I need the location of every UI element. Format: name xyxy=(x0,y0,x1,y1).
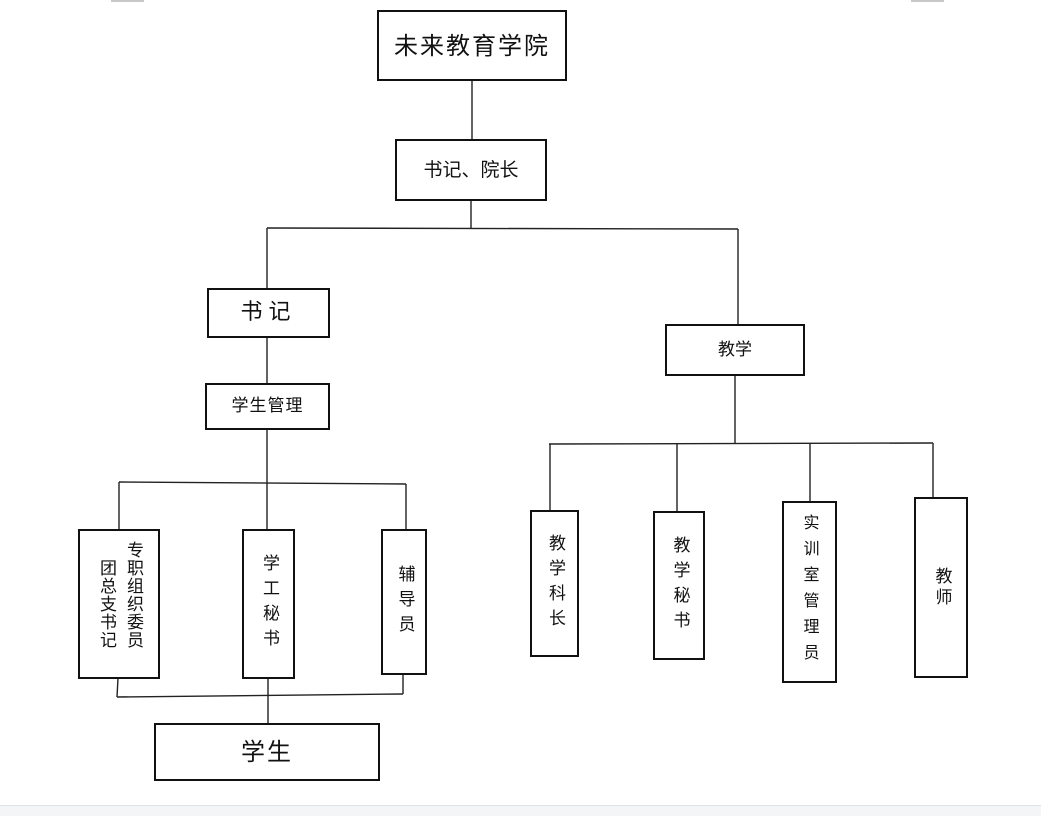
node-students-label: 学生 xyxy=(241,738,293,766)
node-teacher-label: 教师 xyxy=(931,566,952,609)
node-teaching-label: 教学 xyxy=(718,339,752,360)
node-teaching-secretary-label: 教学秘书 xyxy=(669,535,690,636)
node-leadership: 书记、院长 xyxy=(395,139,547,201)
node-teacher: 教师 xyxy=(914,497,968,678)
node-college-label: 未来教育学院 xyxy=(394,31,550,60)
node-lab-manager: 实训室管理员 xyxy=(782,501,837,683)
page-corner-mark-right xyxy=(911,0,944,2)
node-student-affairs-secretary: 学工秘书 xyxy=(242,529,295,679)
node-teaching: 教学 xyxy=(665,324,805,376)
node-teaching-section-chief-label: 教学科长 xyxy=(545,533,565,634)
node-student-affairs-secretary-label: 学工秘书 xyxy=(259,554,279,654)
node-college: 未来教育学院 xyxy=(377,10,567,81)
node-organizer-label: 专职组织委员 xyxy=(123,541,143,649)
connector-studentmgmt-children-bus xyxy=(118,481,407,485)
node-leadership-label: 书记、院长 xyxy=(423,158,519,181)
connector-organizer-down xyxy=(116,677,119,698)
node-teaching-secretary: 教学秘书 xyxy=(653,511,705,660)
connector-branch-bus xyxy=(266,227,739,230)
connector-students-bus xyxy=(116,693,404,698)
node-students: 学生 xyxy=(154,723,380,781)
node-counselor-label: 辅导员 xyxy=(394,564,415,640)
node-counselor: 辅导员 xyxy=(381,529,427,675)
node-league-secretary-label: 团总支书记 xyxy=(96,559,116,649)
node-student-management: 学生管理 xyxy=(205,383,330,430)
node-teaching-section-chief: 教学科长 xyxy=(530,510,579,657)
node-organizer-league-secretary: 专职组织委员 团总支书记 xyxy=(78,529,160,679)
status-bar xyxy=(0,805,1041,816)
connector-teaching-children-bus xyxy=(548,442,934,445)
node-party-secretary: 书记 xyxy=(207,288,330,338)
node-party-secretary-label: 书记 xyxy=(240,300,297,325)
page-corner-mark-left xyxy=(111,0,144,2)
node-student-management-label: 学生管理 xyxy=(231,396,304,416)
node-lab-manager-label: 实训室管理员 xyxy=(800,514,820,670)
